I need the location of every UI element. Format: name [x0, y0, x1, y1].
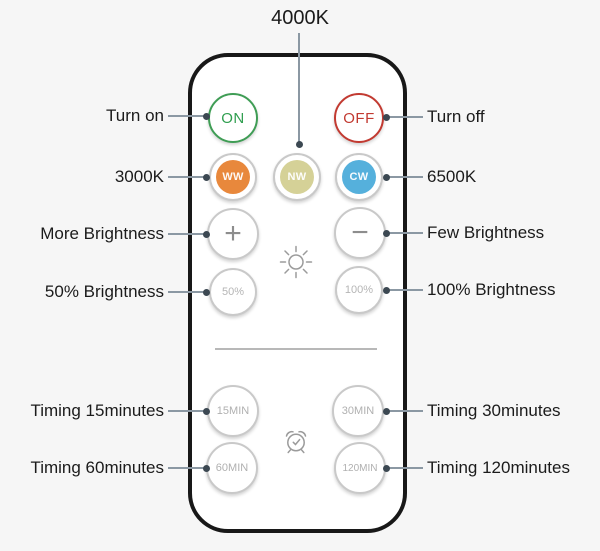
- annotation-turn-off: Turn off: [427, 107, 485, 126]
- annotation-100-brightness: 100% Brightness: [427, 280, 556, 299]
- leader-line-timing-120: [383, 464, 423, 472]
- annotation-more-brightness: More Brightness: [40, 224, 164, 243]
- leader-line-100-brightness: [383, 286, 423, 294]
- warm-white-button[interactable]: WW: [209, 153, 257, 201]
- leader-line-turn-on: [168, 112, 210, 120]
- power-off-button[interactable]: OFF: [334, 93, 384, 143]
- leader-dot: [383, 229, 390, 237]
- annotation-timing-30: Timing 30minutes: [427, 401, 561, 420]
- annotation-4000k: 4000K: [271, 7, 329, 29]
- sun-icon: [277, 243, 315, 286]
- timer-60min-button[interactable]: 60MIN: [206, 442, 258, 494]
- annotation-timing-15: Timing 15minutes: [30, 401, 164, 420]
- leader-dot: [203, 407, 210, 415]
- timer-30min-button[interactable]: 30MIN: [332, 385, 384, 437]
- leader-line-4000k: [295, 33, 303, 148]
- leader-line-timing-60: [168, 464, 210, 472]
- annotation-turn-on: Turn on: [106, 106, 164, 125]
- leader-line-3000k: [168, 173, 210, 181]
- leader-line-50-brightness: [168, 288, 210, 296]
- warm-white-chip: WW: [216, 160, 250, 194]
- leader-dot: [203, 288, 210, 296]
- leader-dot: [383, 113, 390, 121]
- timer-120min-button[interactable]: 120MIN: [334, 442, 386, 494]
- leader-dot: [383, 173, 390, 181]
- leader-dot: [383, 286, 390, 294]
- leader-dot: [295, 141, 303, 148]
- leader-dot: [203, 230, 210, 238]
- annotation-50-brightness: 50% Brightness: [44, 282, 164, 301]
- brightness-up-button[interactable]: +: [207, 208, 259, 260]
- leader-dot: [383, 464, 390, 472]
- section-divider: [215, 348, 377, 350]
- leader-dot: [203, 173, 210, 181]
- alarm-clock-icon: [281, 426, 311, 461]
- annotation-timing-120: Timing 120minutes: [427, 458, 570, 477]
- cool-white-chip: CW: [342, 160, 376, 194]
- leader-dot: [383, 407, 390, 415]
- neutral-white-chip: NW: [280, 160, 314, 194]
- brightness-50-button[interactable]: 50%: [209, 268, 257, 316]
- neutral-white-button[interactable]: NW: [273, 153, 321, 201]
- cool-white-button[interactable]: CW: [335, 153, 383, 201]
- annotation-few-brightness: Few Brightness: [427, 223, 545, 242]
- leader-line-6500k: [383, 173, 423, 181]
- leader-line-timing-15: [168, 407, 210, 415]
- annotation-timing-60: Timing 60minutes: [30, 458, 164, 477]
- leader-line-few-brightness: [383, 229, 423, 237]
- brightness-down-button[interactable]: −: [334, 207, 386, 259]
- power-on-button[interactable]: ON: [208, 93, 258, 143]
- timer-15min-button[interactable]: 15MIN: [207, 385, 259, 437]
- annotation-3000k: 3000K: [114, 167, 164, 186]
- annotation-6500k: 6500K: [427, 167, 477, 186]
- leader-line-more-brightness: [168, 230, 210, 238]
- brightness-100-button[interactable]: 100%: [335, 266, 383, 314]
- leader-line-timing-30: [383, 407, 423, 415]
- leader-dot: [203, 464, 210, 472]
- leader-dot: [203, 112, 210, 120]
- leader-line-turn-off: [383, 113, 423, 121]
